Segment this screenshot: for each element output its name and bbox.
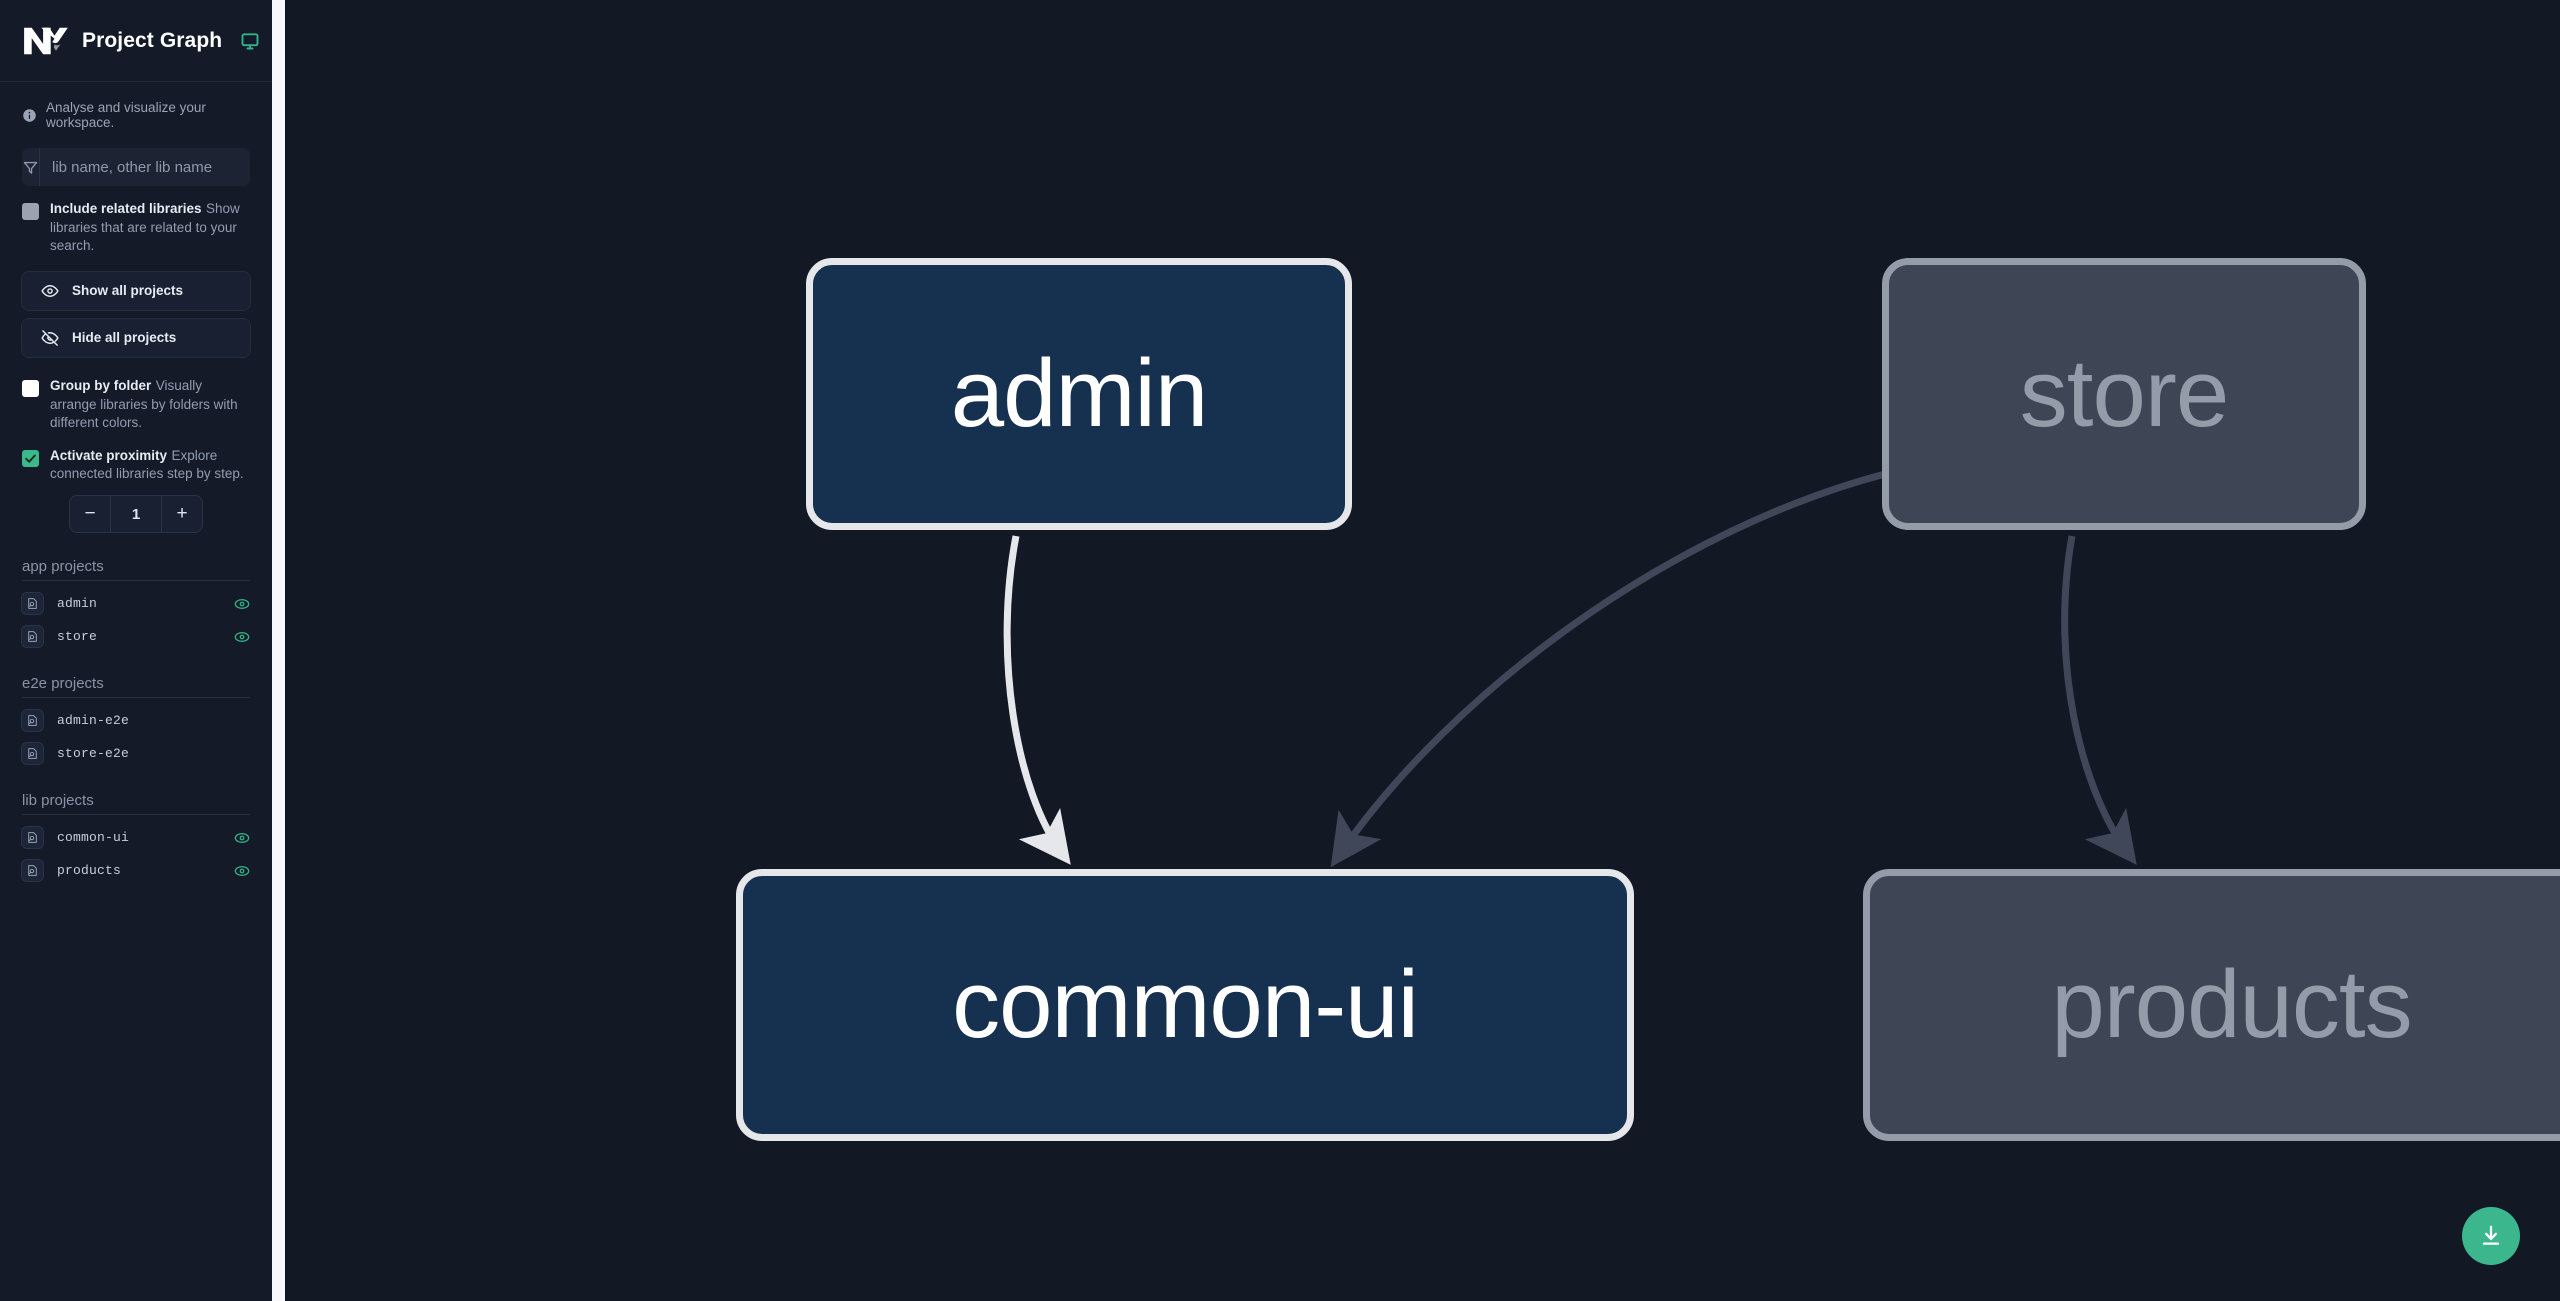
search-input[interactable]	[40, 148, 250, 186]
proximity-increment-button[interactable]: +	[162, 496, 202, 532]
tagline-text: Analyse and visualize your workspace.	[46, 100, 206, 130]
option-title: Include related libraries	[50, 201, 202, 216]
eye-icon[interactable]	[234, 629, 250, 645]
proximity-decrement-button[interactable]: −	[70, 496, 110, 532]
option-description: Show libraries that are related to your …	[50, 201, 240, 254]
visibility-buttons: Show all projects Hide all projects	[0, 256, 272, 358]
graph-node-products[interactable]: products	[1863, 869, 2560, 1141]
project-name: admin	[57, 596, 98, 611]
nx-logo-icon	[22, 22, 68, 60]
eye-icon[interactable]	[234, 830, 250, 846]
project-group-lib: lib projects common-ui	[0, 792, 272, 887]
download-icon	[2478, 1223, 2504, 1249]
sidebar: Project Graph Analyse and visualize your…	[0, 0, 272, 1301]
graph-node-admin[interactable]: admin	[806, 258, 1352, 530]
option-include-related-libraries[interactable]: Include related libraries Show libraries…	[0, 186, 272, 256]
project-group-app: app projects admin	[0, 558, 272, 653]
checkbox-activate-proximity[interactable]	[22, 449, 39, 467]
group-title: app projects	[22, 558, 250, 581]
proximity-value: 1	[110, 496, 162, 532]
project-icon	[21, 859, 44, 882]
list-item[interactable]: common-ui	[21, 821, 250, 854]
project-name: store-e2e	[57, 746, 130, 761]
search-box[interactable]	[22, 148, 250, 186]
graph-node-label: store	[2019, 340, 2229, 447]
project-name: common-ui	[57, 830, 130, 845]
graph-node-store[interactable]: store	[1882, 258, 2366, 530]
list-item[interactable]: store-e2e	[21, 737, 250, 770]
project-icon	[21, 742, 44, 765]
page-title: Project Graph	[82, 28, 223, 52]
search-row	[0, 130, 272, 186]
project-list: app projects admin	[0, 532, 272, 1301]
graph-node-common-ui[interactable]: common-ui	[736, 869, 1634, 1141]
project-icon	[21, 592, 44, 615]
checkbox-group-by-folder[interactable]	[22, 379, 39, 397]
list-item[interactable]: store	[21, 620, 250, 653]
graph-node-label: common-ui	[952, 951, 1419, 1058]
hide-all-projects-label: Hide all projects	[72, 330, 177, 346]
option-group-by-folder[interactable]: Group by folder Visually arrange librari…	[0, 357, 272, 433]
project-group-e2e: e2e projects admin-e2e	[0, 675, 272, 770]
sidebar-header: Project Graph	[0, 0, 272, 82]
hide-all-projects-button[interactable]: Hide all projects	[21, 317, 251, 358]
graph-canvas[interactable]: admin store common-ui products	[272, 0, 2560, 1301]
edge-store-products	[2061, 535, 2137, 865]
filter-icon[interactable]	[22, 148, 40, 186]
graph-edges	[1003, 470, 2137, 868]
project-icon	[21, 826, 44, 849]
tagline: Analyse and visualize your workspace.	[0, 82, 272, 130]
project-name: store	[57, 629, 98, 644]
eye-icon[interactable]	[234, 863, 250, 879]
sidebar-scrollbar[interactable]	[272, 0, 285, 1301]
check-icon	[24, 452, 37, 465]
project-name: products	[57, 863, 122, 878]
list-item[interactable]: products	[21, 854, 250, 887]
eye-icon[interactable]	[234, 596, 250, 612]
proximity-stepper-wrap: − 1 +	[0, 484, 272, 533]
list-item[interactable]: admin	[21, 587, 250, 620]
sidebar-divider	[285, 0, 287, 1301]
monitor-icon[interactable]	[236, 31, 260, 51]
option-description: Explore connected libraries step by step…	[50, 447, 244, 482]
checkbox-include-related-libraries[interactable]	[22, 203, 39, 220]
option-description: Visually arrange libraries by folders wi…	[50, 377, 238, 431]
graph-node-label: admin	[950, 340, 1208, 447]
list-item[interactable]: admin-e2e	[21, 704, 250, 737]
option-activate-proximity[interactable]: Activate proximity Explore connected lib…	[0, 433, 272, 484]
edge-store-common-ui	[1330, 470, 1886, 868]
edge-admin-common-ui	[1003, 535, 1071, 865]
info-icon	[22, 108, 37, 123]
eye-off-icon	[41, 329, 59, 347]
group-title: e2e projects	[22, 675, 250, 698]
show-all-projects-button[interactable]: Show all projects	[21, 270, 251, 311]
project-icon	[21, 625, 44, 648]
group-title: lib projects	[22, 792, 250, 815]
show-all-projects-label: Show all projects	[72, 283, 184, 299]
proximity-stepper: − 1 +	[69, 495, 203, 533]
option-title: Group by folder	[50, 377, 152, 393]
project-icon	[21, 709, 44, 732]
graph-node-label: products	[2051, 951, 2412, 1058]
download-button[interactable]	[2462, 1207, 2520, 1265]
option-title: Activate proximity	[50, 447, 168, 463]
project-name: admin-e2e	[57, 713, 130, 728]
eye-icon	[41, 282, 59, 300]
